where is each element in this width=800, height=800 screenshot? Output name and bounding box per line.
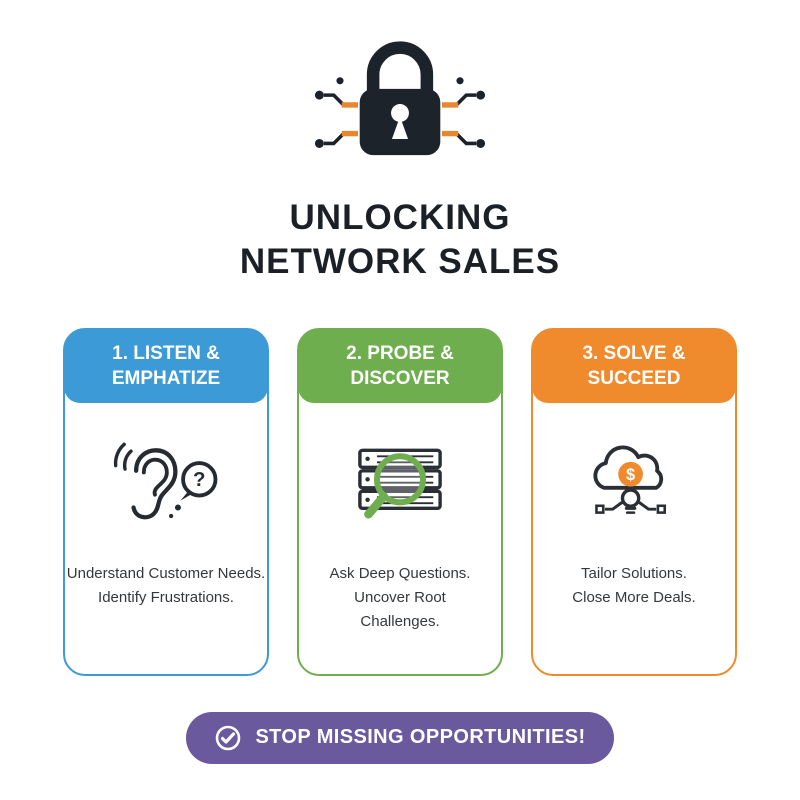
card-solve-succeed: 3. SOLVE & SUCCEED $ (531, 327, 737, 676)
page-title-line2: NETWORK SALES (239, 241, 561, 281)
server-magnifier-icon (336, 434, 464, 540)
card-header: 2. PROBE & DISCOVER (298, 328, 502, 403)
banner-label: STOP MISSING OPPORTUNITIES! (255, 726, 586, 748)
card-body-line: Uncover Root (354, 588, 446, 606)
card-probe-discover: 2. PROBE & DISCOVER (297, 327, 503, 676)
card-listen-emphatize: 1. LISTEN & EMPHATIZE ? (63, 327, 269, 676)
server-magnifier-icon (358, 448, 442, 519)
card-body-line: Identify Frustrations. (98, 588, 234, 606)
card-body-line: Ask Deep Questions. (329, 564, 471, 582)
ear-question-icon: ? (113, 442, 218, 520)
card-body: Tailor Solutions. Close More Deals. (572, 562, 695, 610)
steps-row: 1. LISTEN & EMPHATIZE ? (63, 327, 737, 676)
check-circle-icon (216, 725, 241, 750)
page-title: UNLOCKING NETWORK SALES (240, 196, 560, 284)
card-header: 3. SOLVE & SUCCEED (532, 328, 736, 403)
card-body-line: Close More Deals. (572, 588, 696, 606)
card-body: Ask Deep Questions. Uncover Root Challen… (330, 562, 471, 634)
cloud-dollar-bulb-icon: $ (570, 434, 698, 540)
card-body-line: Tailor Solutions. (581, 564, 687, 582)
card-body: Understand Customer Needs. Identify Frus… (67, 562, 265, 610)
page-title-line1: UNLOCKING (289, 198, 511, 237)
card-header: 1. LISTEN & EMPHATIZE (64, 328, 268, 403)
hero-icon-wrap (297, 22, 503, 170)
card-body-line: Challenges. (360, 612, 440, 630)
svg-text:$: $ (626, 466, 635, 484)
cloud-dollar-bulb-icon: $ (593, 445, 666, 514)
ear-question-icon: ? (102, 434, 230, 540)
banner: STOP MISSING OPPORTUNITIES! (186, 711, 614, 764)
lock-circuit-icon (314, 41, 486, 156)
card-body-line: Understand Customer Needs. (66, 564, 266, 582)
svg-text:?: ? (193, 468, 206, 491)
